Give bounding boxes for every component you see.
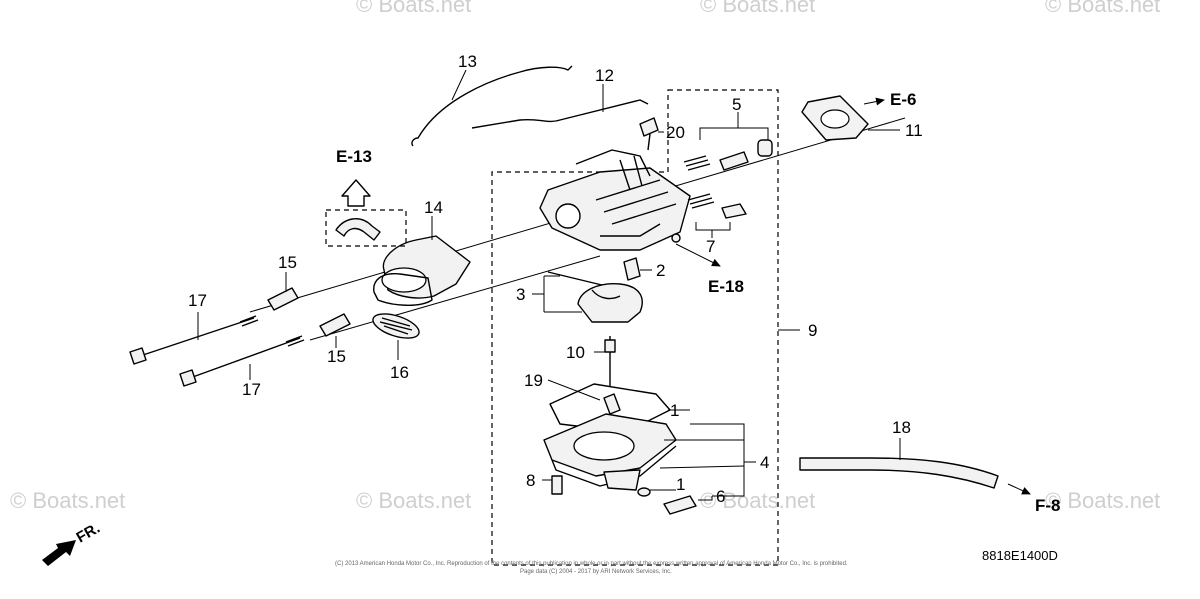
throttle-stop-screw-7 xyxy=(675,193,747,267)
callout-13: 13 xyxy=(458,52,477,71)
callout-2: 2 xyxy=(656,261,665,280)
carburetor-assembly-boundary xyxy=(491,89,800,566)
drain-tube-18 xyxy=(799,438,1031,495)
callout-6: 6 xyxy=(716,487,725,506)
callout-14: 14 xyxy=(424,198,443,217)
diagram-code: 8818E1400D xyxy=(982,548,1058,563)
float-3 xyxy=(532,271,643,323)
choke-rod-12 xyxy=(471,84,649,129)
float-bowl-4 xyxy=(543,409,756,497)
float-valve-10 xyxy=(594,336,616,386)
callout-10: 10 xyxy=(566,343,585,362)
watermark-bottom-center: © Boats.net xyxy=(356,488,471,513)
callout-15-upper: 15 xyxy=(278,253,297,272)
watermark-top-right: © Boats.net xyxy=(700,0,815,17)
callout-7: 7 xyxy=(706,237,715,256)
copyright-line-2: Page data (C) 2004 - 2017 by ARI Network… xyxy=(520,569,672,575)
screw-20 xyxy=(639,117,664,151)
carburetor-body xyxy=(539,149,691,251)
callout-17-lower: 17 xyxy=(242,380,261,399)
screen-16 xyxy=(372,313,420,360)
ref-f8: F-8 xyxy=(1035,496,1061,515)
callout-3: 3 xyxy=(516,285,525,304)
callout-19: 19 xyxy=(524,371,543,390)
callout-18: 18 xyxy=(892,418,911,437)
callout-numbers: 13 12 20 5 11 14 15 15 17 17 16 2 7 3 9 … xyxy=(188,52,923,506)
watermark-bottom-far-right: © Boats.net xyxy=(1045,488,1160,513)
callout-1-upper: 1 xyxy=(670,401,679,420)
watermark-bottom-right: © Boats.net xyxy=(700,488,815,513)
callout-17-upper: 17 xyxy=(188,291,207,310)
long-bolts-17 xyxy=(129,312,305,387)
reference-labels: E-6 E-13 E-18 F-8 xyxy=(336,90,1061,515)
e13-reference-box xyxy=(325,179,407,247)
throttle-rod-13 xyxy=(411,65,573,147)
gasket-11 xyxy=(801,95,900,141)
ref-e6: E-6 xyxy=(890,90,916,109)
callout-20: 20 xyxy=(666,123,685,142)
main-jet-2 xyxy=(623,257,652,281)
front-label: FR. xyxy=(74,520,103,547)
callout-8: 8 xyxy=(526,471,535,490)
ref-e13: E-13 xyxy=(336,147,372,166)
footer: (C) 2013 American Honda Motor Co., Inc. … xyxy=(335,548,1058,575)
callout-16: 16 xyxy=(390,363,409,382)
copyright-line-1: (C) 2013 American Honda Motor Co., Inc. … xyxy=(335,561,848,567)
callout-9: 9 xyxy=(808,321,817,340)
callout-5: 5 xyxy=(732,95,741,114)
callout-15-lower: 15 xyxy=(327,347,346,366)
watermark-top-far-right: © Boats.net xyxy=(1045,0,1160,17)
watermark-top-center: © Boats.net xyxy=(356,0,471,17)
intake-elbow-14 xyxy=(373,216,471,306)
callout-1-lower: 1 xyxy=(676,475,685,494)
watermark-bottom-left: © Boats.net xyxy=(10,488,125,513)
watermarks: © Boats.net © Boats.net © Boats.net © Bo… xyxy=(10,0,1160,513)
front-direction-arrow: FR. xyxy=(42,520,103,566)
callout-4: 4 xyxy=(760,453,769,472)
drain-bolt-6 xyxy=(637,487,730,515)
callout-11: 11 xyxy=(905,121,923,140)
ref-e18: E-18 xyxy=(708,277,744,296)
spacer-15 xyxy=(267,272,351,348)
pilot-screw-5 xyxy=(683,112,773,171)
callout-12: 12 xyxy=(595,66,614,85)
drain-screw-8 xyxy=(542,475,563,495)
